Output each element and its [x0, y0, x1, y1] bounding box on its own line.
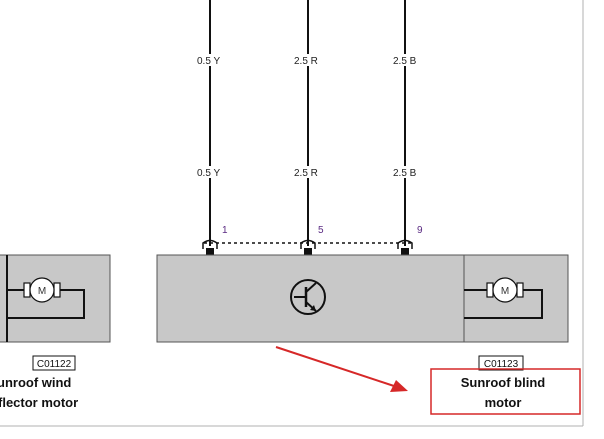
- pin-terminal: [202, 239, 218, 255]
- pin-terminal: [300, 239, 316, 255]
- component-caption: unroof wind: [0, 375, 71, 390]
- transistor-icon: [290, 279, 326, 315]
- pin-terminal: [397, 239, 413, 255]
- connector-id: C01123: [484, 359, 519, 370]
- connector-id: C01122: [37, 359, 72, 370]
- wire-label-lower: 2.5 R: [294, 168, 318, 179]
- wire-label-upper: 2.5 B: [393, 56, 417, 67]
- connector-id-box: [32, 355, 76, 371]
- component-caption: motor: [485, 395, 522, 410]
- wire-label-lower: 0.5 Y: [197, 168, 220, 179]
- motor-symbol: M: [38, 286, 46, 297]
- pin-number: 1: [222, 225, 228, 236]
- component-caption: flector motor: [0, 395, 78, 410]
- motor-symbol: M: [501, 286, 509, 297]
- deflector-motor-box: [0, 254, 111, 343]
- component-caption: Sunroof blind: [461, 375, 546, 390]
- wire-label-upper: 0.5 Y: [197, 56, 220, 67]
- wire-label-upper: 2.5 R: [294, 56, 318, 67]
- pin-number: 5: [318, 225, 324, 236]
- motor-icon: M: [464, 277, 543, 319]
- connector-id-box: [478, 355, 524, 371]
- highlight-arrow-icon: [275, 346, 408, 392]
- highlight-box: [430, 368, 581, 415]
- wire-label-lower: 2.5 B: [393, 168, 417, 179]
- pin-number: 9: [417, 225, 423, 236]
- motor-icon: M: [7, 277, 85, 319]
